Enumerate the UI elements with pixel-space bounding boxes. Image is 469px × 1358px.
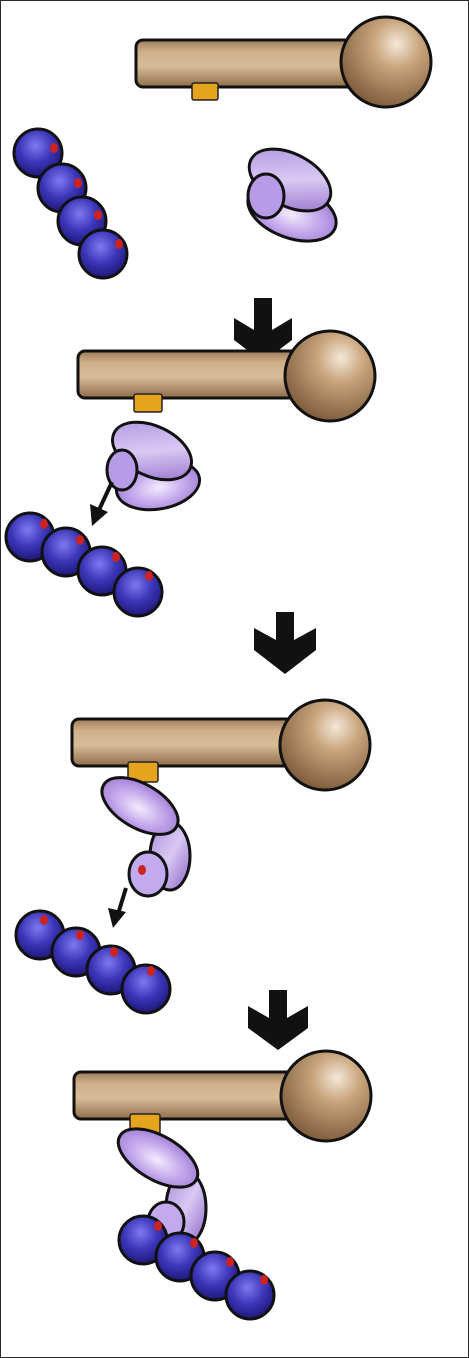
binding-site xyxy=(192,83,218,100)
motor-subunit xyxy=(93,766,190,896)
bead-chain xyxy=(14,129,127,278)
filament-rod xyxy=(74,1051,371,1141)
motor-subunit xyxy=(103,411,203,516)
small-arrow-icon xyxy=(90,482,112,526)
down-arrow-icon xyxy=(248,990,308,1050)
small-arrow-icon xyxy=(108,888,126,928)
filament-rod xyxy=(78,331,375,421)
filament-rod xyxy=(136,17,431,107)
binding-site xyxy=(134,394,162,412)
panel-4 xyxy=(74,1051,371,1319)
panel-1 xyxy=(14,17,431,278)
bead-chain xyxy=(16,911,170,1013)
panel-2 xyxy=(6,331,375,616)
down-arrow-icon xyxy=(254,612,316,674)
motor-subunit xyxy=(239,136,344,252)
bead-chain xyxy=(6,513,162,616)
panel-3 xyxy=(16,700,370,1013)
